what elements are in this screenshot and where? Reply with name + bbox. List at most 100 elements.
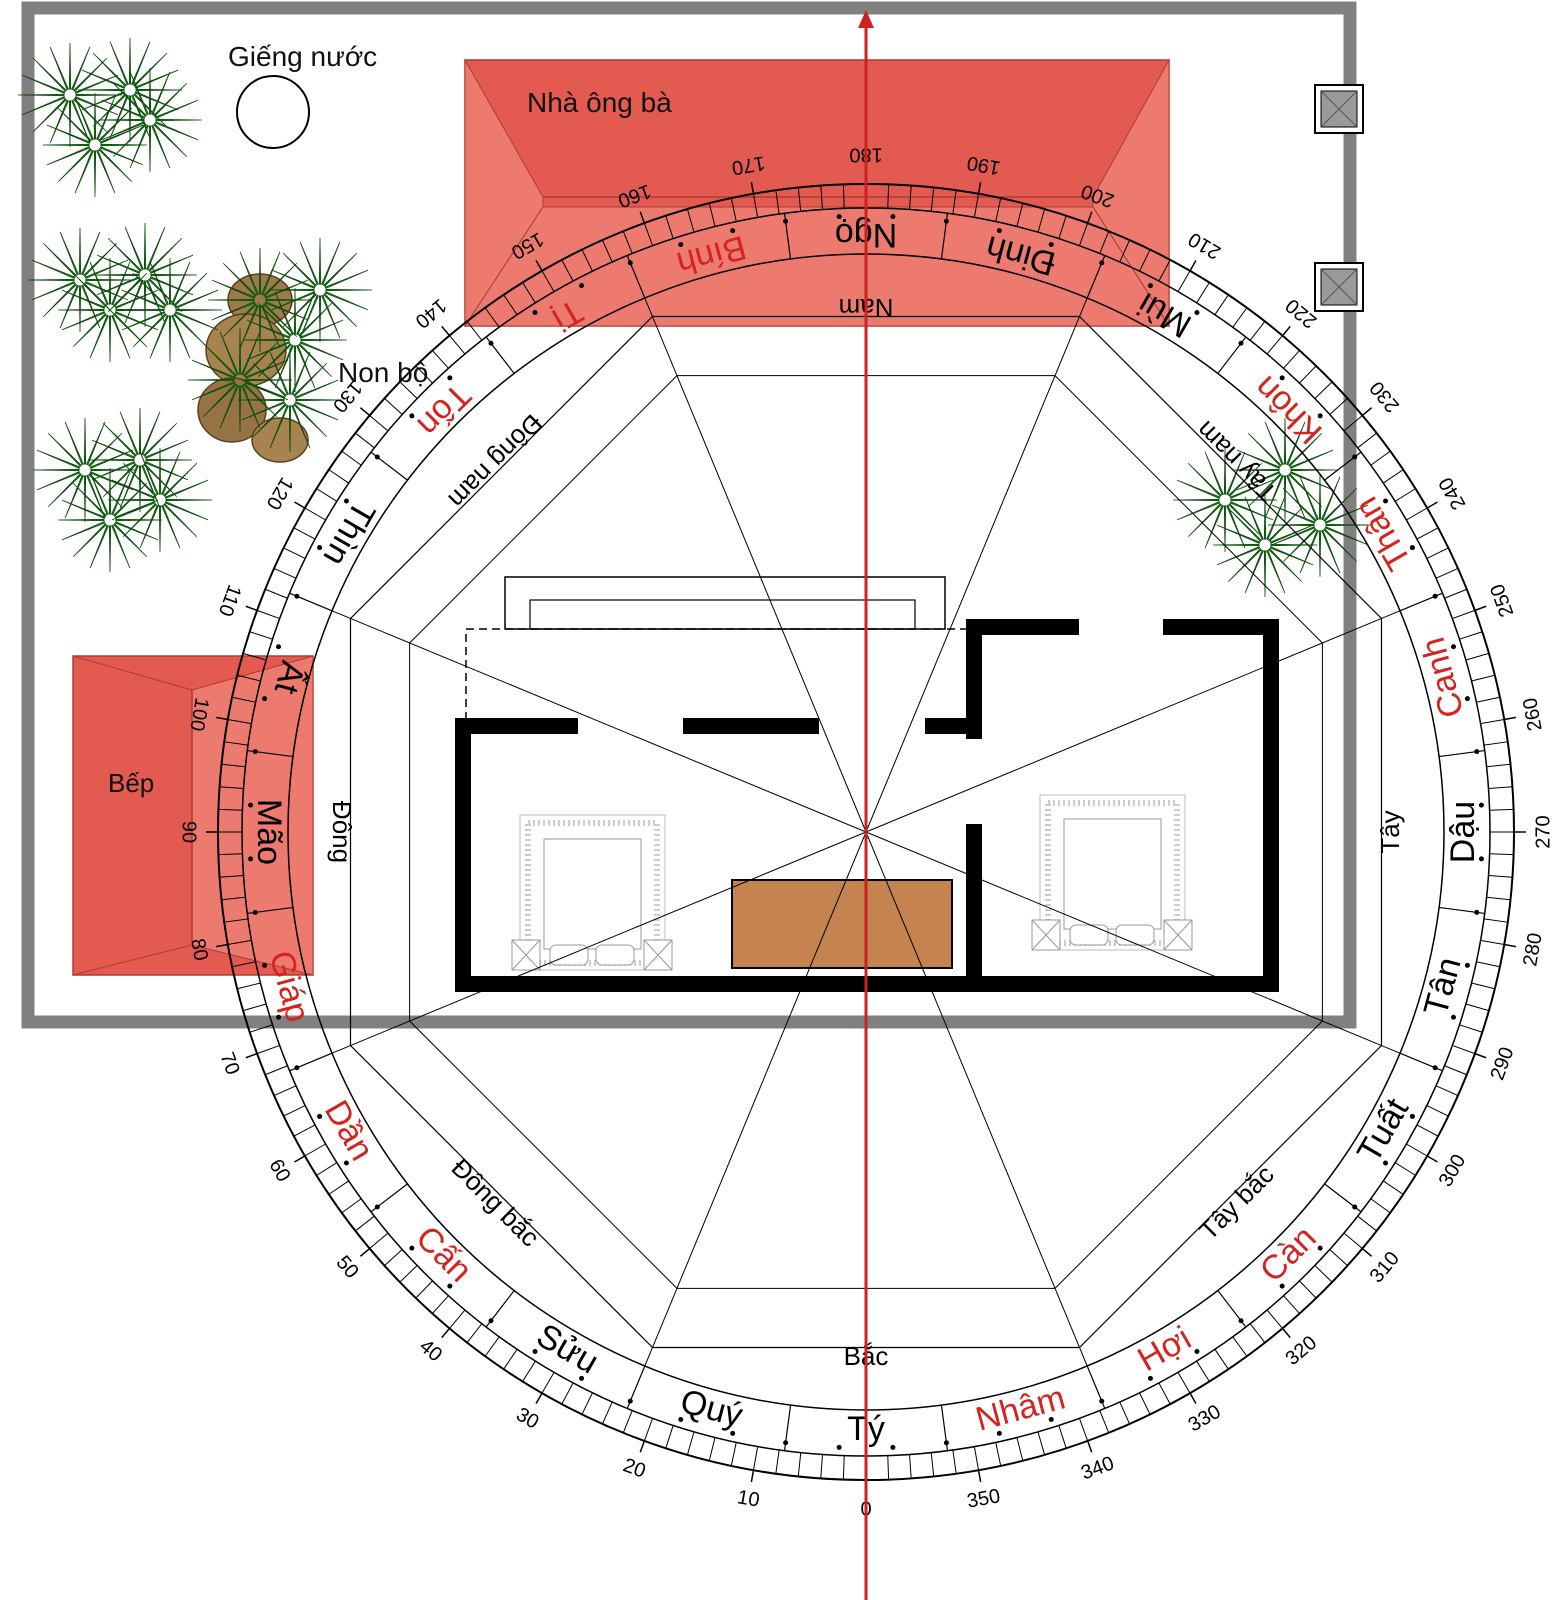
grandparents-house: Nhà ông bà (464, 58, 1170, 328)
mountain-label: Càn (1253, 1219, 1324, 1290)
tick-mark (1357, 432, 1377, 449)
tick-mark (1016, 1437, 1024, 1461)
tick-dot (678, 1416, 684, 1422)
tick-mark (887, 184, 890, 209)
tick-mark (1476, 961, 1500, 968)
palm-tree-icon (97, 67, 203, 173)
degree-label: 40 (415, 1335, 446, 1366)
tick-mark (1099, 1410, 1110, 1434)
tick-mark (995, 198, 1002, 222)
tick-dot (343, 498, 349, 504)
tick-mark (224, 741, 249, 746)
tick-mark (1099, 230, 1110, 254)
tick-mark (1119, 1401, 1131, 1425)
tick-mark (1476, 696, 1500, 703)
degree-label: 250 (1486, 581, 1518, 620)
tick-mark (1444, 588, 1468, 599)
tick-mark (561, 1382, 574, 1405)
tick-mark (665, 215, 674, 239)
degree-tick (639, 1440, 646, 1453)
bagua-connector (331, 1045, 351, 1054)
tick-dot (1279, 1283, 1285, 1289)
tick-mark (341, 1198, 362, 1214)
degree-tick (1474, 1052, 1487, 1059)
tick-mark (341, 450, 362, 466)
mountain-divider (1324, 451, 1362, 481)
tick-mark (1480, 718, 1505, 725)
degree-label: 30 (512, 1403, 542, 1433)
tick-mark (1139, 249, 1151, 272)
degree-tick (441, 325, 451, 337)
tick-mark (1078, 222, 1089, 246)
tick-mark (1158, 1382, 1171, 1405)
degree-label: 70 (215, 1049, 243, 1077)
tick-mark (237, 674, 261, 682)
tick-mark (842, 1455, 845, 1480)
trigram-label: Đông bắc (446, 1152, 546, 1252)
tick-mark (1394, 488, 1416, 502)
degree-tick (1281, 1327, 1291, 1339)
bagua-spoke (350, 831, 867, 1046)
degree-label: 140 (411, 294, 451, 332)
bagua-spoke (865, 831, 1080, 1348)
palm-tree-icon (1212, 492, 1318, 598)
degree-tick (977, 1470, 982, 1483)
rockery-icon (197, 273, 309, 463)
kitchen: Bếp (72, 655, 314, 976)
tick-mark (1329, 398, 1348, 415)
tick-mark (369, 415, 389, 432)
mountain-divider (1217, 1290, 1247, 1328)
tick-mark (232, 696, 256, 703)
palm-tree-icon (57, 257, 163, 363)
tick-dot (890, 1444, 896, 1450)
tick-mark (995, 1442, 1002, 1466)
porch-inner (529, 599, 916, 630)
tick-dot (1147, 283, 1153, 289)
mountain-divider (289, 592, 333, 612)
mountain-divider (289, 1052, 333, 1072)
grandparents-house-label: Nhà ông bà (527, 87, 672, 118)
tick-mark (1058, 215, 1067, 239)
tick-mark (1426, 1105, 1449, 1117)
trigram-label: Đông (327, 801, 357, 863)
tick-mark (399, 1265, 418, 1283)
tick-mark (293, 1124, 316, 1137)
tick-mark (1370, 1198, 1391, 1214)
tick-mark (622, 230, 633, 254)
tick-mark (273, 1085, 297, 1097)
tick-mark (1488, 875, 1513, 878)
tick-mark (264, 588, 288, 599)
tea-table (731, 879, 953, 969)
tick-mark (581, 249, 593, 272)
tick-mark (686, 208, 695, 233)
north-arrow-head (858, 10, 874, 28)
tick-mark (218, 808, 243, 811)
tick-mark (1452, 609, 1476, 620)
tick-mark (1283, 350, 1300, 369)
tick-mark (1232, 307, 1248, 328)
tick-mark (643, 222, 654, 246)
tick-mark (1314, 381, 1333, 399)
degree-tick (1361, 407, 1373, 417)
tick-dot (409, 1245, 415, 1251)
tick-mark (1416, 527, 1439, 540)
tick-mark (1196, 282, 1210, 304)
tick-mark (1249, 1323, 1266, 1343)
degree-label: 210 (1185, 228, 1225, 264)
tick-mark (328, 469, 349, 484)
tick-mark (503, 294, 518, 315)
kitchen-label: Bếp (108, 768, 154, 798)
tick-mark (304, 507, 326, 521)
trigram-label: Tây (1375, 810, 1405, 853)
tick-mark (432, 1295, 449, 1314)
mountain-divider (1086, 1365, 1106, 1409)
degree-tick (977, 181, 982, 194)
well-label: Giếng nước (228, 41, 377, 72)
degree-label: 60 (264, 1156, 294, 1186)
tick-mark (328, 1180, 349, 1195)
mountain-divider (370, 1183, 408, 1213)
rockery-label: Non bộ (338, 357, 428, 388)
kitchen-ridge-left-bottom (72, 944, 193, 976)
degree-tick (245, 1052, 258, 1059)
